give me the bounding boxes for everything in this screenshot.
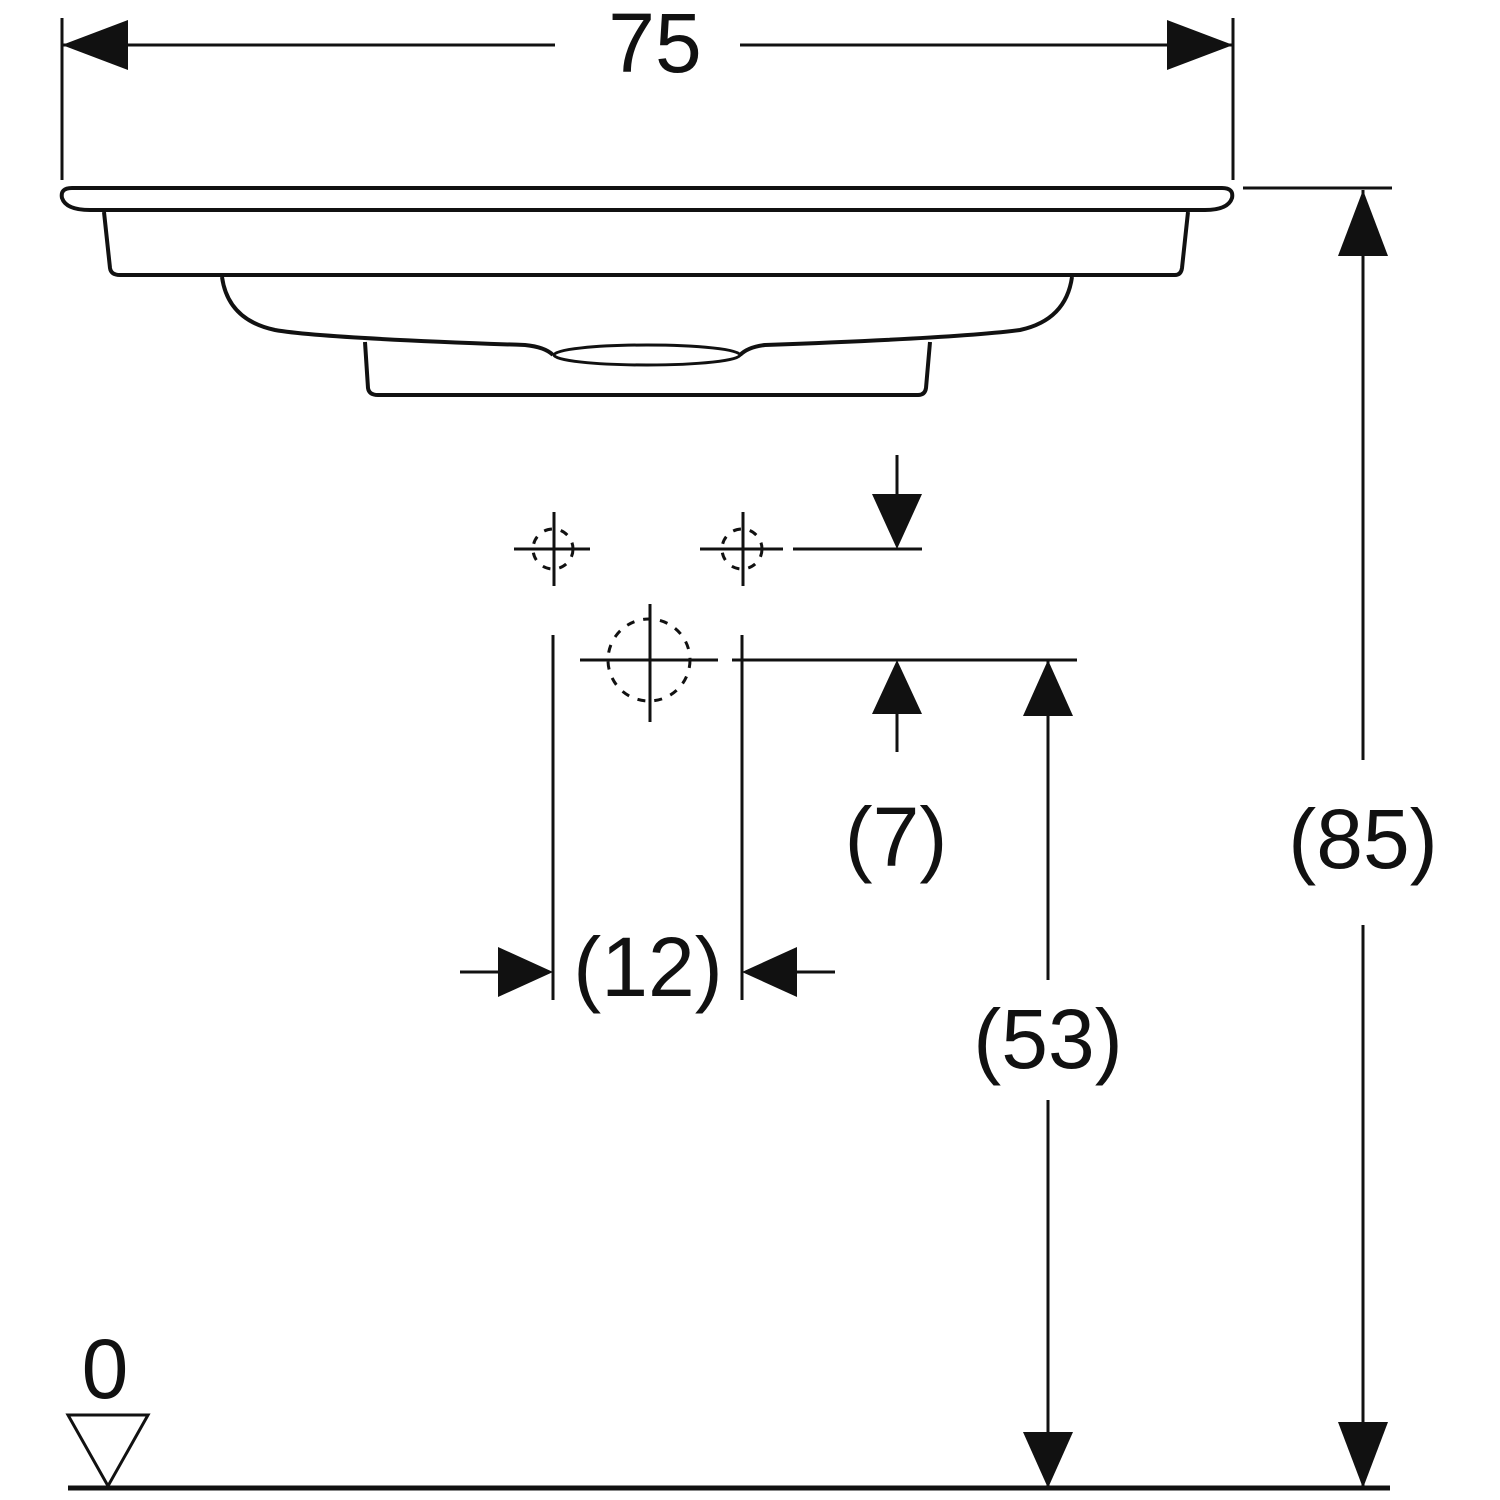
waste-hole — [580, 604, 718, 722]
waste-height-dimension: (53) — [973, 660, 1123, 1488]
total-height-dimension: (85) — [1243, 186, 1438, 1488]
tap-spacing-dimension: (12) — [460, 635, 835, 1014]
floor-level: 0 — [65, 1322, 1390, 1491]
total-height-label: (85) — [1288, 792, 1437, 886]
tap-offset-dimension: (7) — [732, 658, 1077, 884]
sink-outline — [59, 186, 1235, 397]
floor-level-label: 0 — [82, 1322, 129, 1416]
tap-spacing-label: (12) — [573, 920, 722, 1014]
tap-hole-right — [700, 455, 922, 586]
tap-offset-label: (7) — [845, 790, 948, 884]
width-label: 75 — [608, 0, 701, 90]
waste-height-label: (53) — [973, 992, 1122, 1086]
width-dimension: 75 — [60, 0, 1235, 180]
tap-hole-left — [514, 512, 590, 586]
